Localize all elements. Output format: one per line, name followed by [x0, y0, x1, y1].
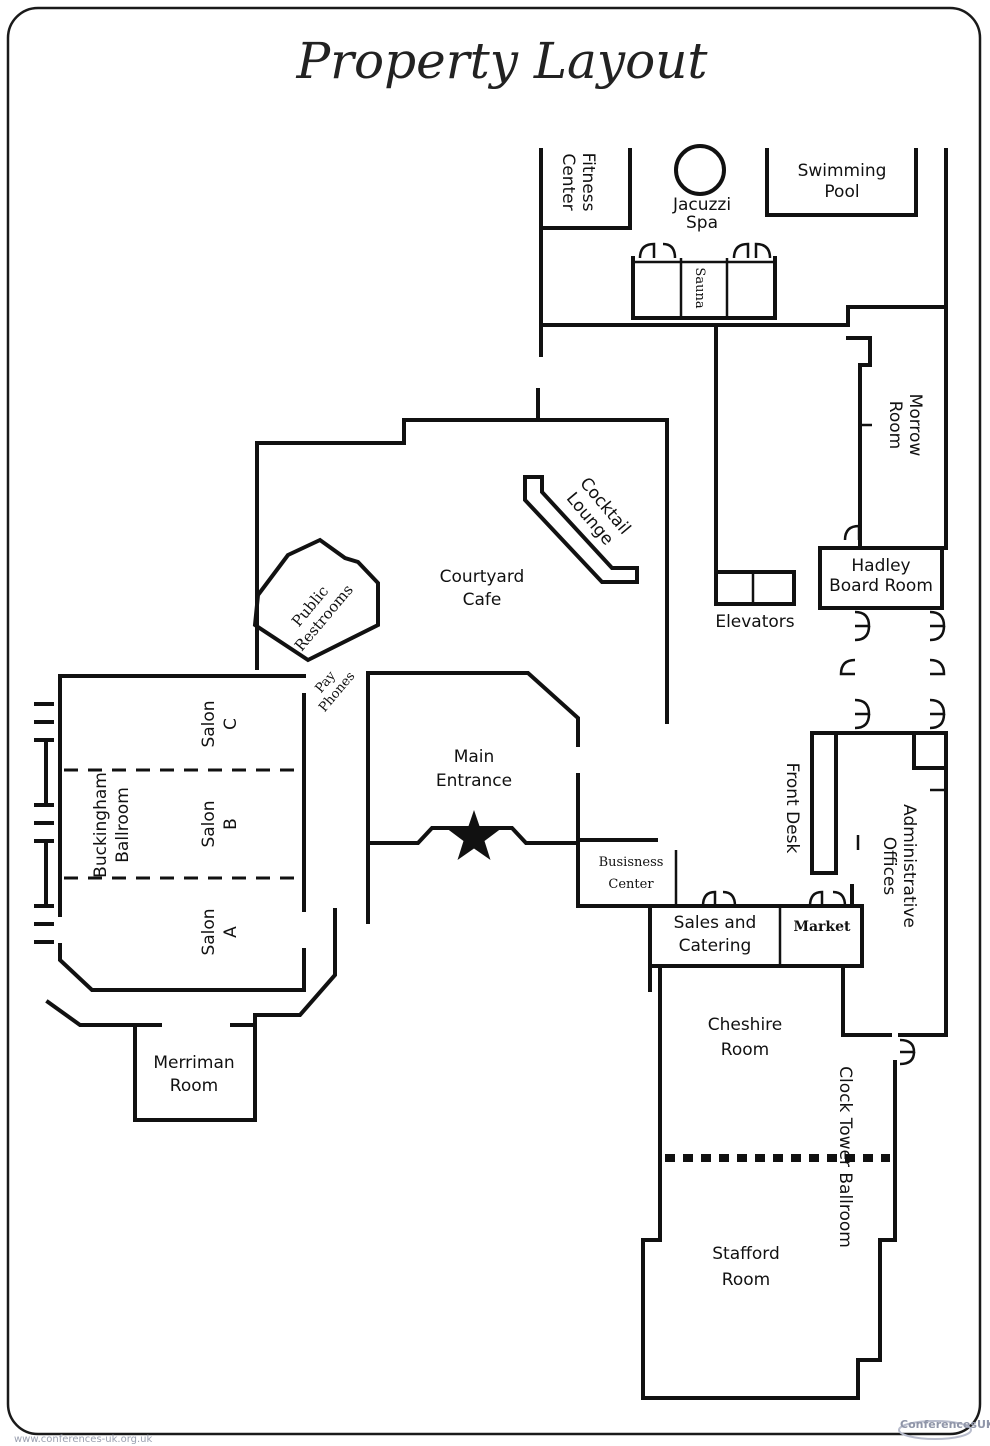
conferences-uk-logo: ConferencesUK [898, 1418, 990, 1440]
svg-text:Administrative: Administrative [899, 804, 919, 928]
administrative-offices-label: Administrative Offices [879, 804, 919, 928]
svg-text:Salon: Salon [199, 800, 219, 847]
main-entrance-star-icon [447, 810, 501, 860]
salon-c-label: Salon C [199, 700, 241, 747]
swimming-pool-label: Swimming [798, 161, 887, 181]
buckingham-doors [34, 702, 54, 944]
merriman-room-label-line2: Room [170, 1076, 218, 1096]
svg-text:Ballroom: Ballroom [113, 787, 133, 863]
svg-text:Buckingham: Buckingham [91, 772, 111, 878]
market-label: Market [793, 919, 851, 935]
svg-text:Center: Center [558, 153, 578, 210]
svg-text:Fitness: Fitness [578, 153, 598, 212]
salon-b-label: Salon B [199, 800, 241, 847]
svg-text:Offices: Offices [879, 837, 899, 896]
east-walls [810, 731, 948, 1037]
swimming-pool-label-line2: Pool [824, 182, 859, 202]
merriman-room-label: Merriman [153, 1053, 234, 1073]
pay-phones-label: Pay Phones [313, 668, 359, 715]
elevators-label: Elevators [715, 612, 794, 632]
buckingham-ballroom-label: Buckingham Ballroom [91, 772, 133, 878]
svg-text:Salon: Salon [199, 700, 219, 747]
svg-text:Salon: Salon [199, 908, 219, 955]
main-entrance-label-line2: Entrance [436, 771, 512, 791]
svg-text:Morrow: Morrow [905, 394, 925, 457]
buckingham-walls [45, 674, 337, 1122]
courtyard-walls [252, 418, 669, 724]
jacuzzi-icon [674, 144, 726, 196]
sales-and-catering-label-line2: Catering [679, 936, 752, 956]
svg-text:B: B [221, 818, 241, 830]
cheshire-room-label: Cheshire [708, 1015, 783, 1035]
morrow-room-label: Morrow Room [885, 394, 925, 457]
salon-a-label: Salon A [199, 908, 241, 955]
courtyard-cafe-label: Courtyard [440, 567, 525, 587]
hadley-board-room-label: Hadley [851, 556, 910, 576]
cheshire-room-label-line2: Room [721, 1040, 769, 1060]
fitness-center-label: Fitness Center [558, 153, 598, 212]
svg-text:A: A [221, 926, 241, 938]
sauna-label: Sauna [692, 267, 707, 308]
hadley-board-room-label-line2: Board Room [829, 576, 933, 596]
stafford-room-label: Stafford [712, 1244, 779, 1264]
clock-tower-ballroom-label: Clock Tower Ballroom [835, 1066, 855, 1248]
svg-text:Room: Room [885, 401, 905, 449]
svg-text:C: C [221, 718, 241, 730]
svg-text:ConferencesUK: ConferencesUK [900, 1418, 990, 1431]
clock-tower-walls [641, 964, 897, 1400]
business-center-label-line2: Center [608, 877, 654, 892]
door-icons [638, 242, 946, 1066]
front-desk-label: Front Desk [782, 763, 802, 854]
sales-and-catering-label: Sales and [674, 913, 757, 933]
courtyard-cafe-label-line2: Cafe [463, 590, 502, 610]
jacuzzi-spa-label-line2: Spa [686, 213, 718, 233]
cocktail-lounge-label: Cocktail Lounge [562, 474, 635, 550]
footer-url: www.conferences-uk.org.uk [14, 1434, 153, 1445]
entrance-walls [366, 671, 864, 992]
north-wing-walls [536, 148, 948, 610]
main-entrance-label: Main [454, 747, 495, 767]
map-title: Property Layout [295, 32, 708, 90]
page-frame [6, 6, 982, 1436]
stafford-room-label-line2: Room [722, 1270, 770, 1290]
business-center-label: Busisness [599, 855, 664, 870]
jacuzzi-spa-label: Jacuzzi [672, 195, 731, 215]
